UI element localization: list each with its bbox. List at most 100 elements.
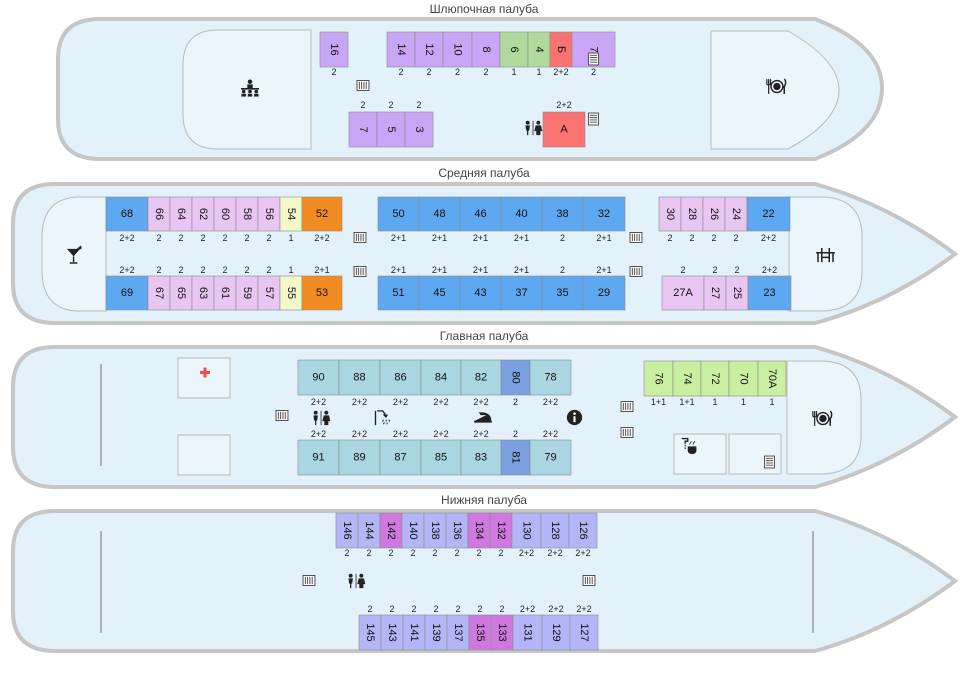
cabin-box[interactable] [582, 196, 626, 232]
cabin-box[interactable] [703, 275, 727, 311]
cabin-box[interactable] [500, 359, 531, 396]
cabin-box[interactable] [489, 512, 513, 549]
cabin-box[interactable] [279, 196, 303, 232]
cabin-box[interactable] [379, 439, 422, 476]
cabin-box[interactable] [420, 359, 462, 396]
cabin[interactable]: 432+1 [459, 265, 502, 311]
cabin-box[interactable] [257, 196, 281, 232]
cabin-box[interactable] [529, 359, 572, 396]
cabin-box[interactable] [512, 614, 543, 651]
cabin-box[interactable] [499, 31, 529, 68]
cabin-box[interactable] [297, 359, 340, 396]
cabin[interactable]: 512+1 [377, 265, 420, 311]
cabin-box[interactable] [725, 275, 749, 311]
cabin-box[interactable] [423, 512, 447, 549]
cabin-box[interactable] [376, 111, 406, 148]
cabin-box[interactable] [414, 31, 444, 68]
cabin-box[interactable] [500, 275, 543, 311]
cabin-box[interactable] [568, 512, 598, 549]
cabin-box[interactable] [500, 439, 531, 476]
cabin-box[interactable] [213, 275, 237, 311]
cabin-box[interactable] [279, 275, 303, 311]
cabin-box[interactable] [235, 275, 259, 311]
cabin-box[interactable] [445, 512, 469, 549]
cabin-box[interactable] [500, 196, 543, 232]
cabin-box[interactable] [169, 196, 193, 232]
cabin-box[interactable] [747, 275, 792, 311]
cabin-box[interactable] [105, 275, 149, 311]
cabin-box[interactable] [348, 111, 378, 148]
cabin-box[interactable] [401, 512, 425, 549]
cabin-box[interactable] [379, 359, 422, 396]
cabin-box[interactable] [460, 359, 502, 396]
cabin-box[interactable] [471, 31, 501, 68]
cabin[interactable]: 102 [442, 31, 473, 77]
cabin-box[interactable] [540, 512, 570, 549]
cabin-box[interactable] [446, 614, 470, 651]
cabin-box[interactable] [542, 111, 586, 148]
cabin-box[interactable] [418, 275, 461, 311]
cabin-box[interactable] [442, 31, 473, 68]
cabin-box[interactable] [213, 196, 237, 232]
cabin-box[interactable] [490, 614, 514, 651]
cabin-box[interactable] [468, 614, 492, 651]
cabin-box[interactable] [257, 275, 281, 311]
cabin-box[interactable] [147, 275, 171, 311]
cabin-box[interactable] [386, 31, 416, 68]
cabin-box[interactable] [541, 275, 584, 311]
cabin-box[interactable] [527, 31, 551, 68]
cabin-box[interactable] [658, 196, 682, 232]
cabin-box[interactable] [460, 439, 502, 476]
cabin-box[interactable] [402, 614, 426, 651]
cabin-box[interactable] [459, 196, 502, 232]
cabin-box[interactable] [301, 275, 343, 311]
cabin-box[interactable] [700, 360, 730, 397]
cabin-box[interactable] [357, 512, 381, 549]
cabin-box[interactable] [643, 360, 674, 397]
cabin-box[interactable] [541, 614, 571, 651]
cabin-box[interactable] [380, 614, 404, 651]
cabin[interactable]: 882+2 [338, 359, 381, 407]
cabin-box[interactable] [235, 196, 259, 232]
cabin-box[interactable] [377, 275, 420, 311]
cabin-box[interactable] [105, 196, 149, 232]
cabin-box[interactable] [338, 439, 381, 476]
cabin-box[interactable] [319, 31, 349, 68]
cabin-box[interactable] [661, 275, 705, 311]
cabin-box[interactable] [147, 196, 171, 232]
cabin[interactable]: 122 [414, 31, 444, 77]
cabin-box[interactable] [301, 196, 343, 232]
cabin-box[interactable] [746, 196, 791, 232]
cabin-box[interactable] [757, 360, 787, 397]
cabin-box[interactable] [358, 614, 382, 651]
cabin-box[interactable] [582, 275, 626, 311]
cabin[interactable]: 402+1 [500, 196, 543, 243]
cabin-box[interactable] [728, 360, 759, 397]
cabin[interactable]: 32 [404, 100, 434, 148]
cabin-box[interactable] [541, 196, 584, 232]
cabin-box[interactable] [335, 512, 359, 549]
cabin-box[interactable] [680, 196, 704, 232]
cabin[interactable]: 701 [728, 360, 759, 407]
cabin-box[interactable] [511, 512, 542, 549]
cabin-box[interactable] [418, 196, 461, 232]
cabin[interactable]: 532+1 [301, 265, 343, 311]
cabin-box[interactable] [467, 512, 491, 549]
cabin[interactable]: 822+2 [460, 359, 502, 407]
cabin-box[interactable] [424, 614, 448, 651]
cabin-box[interactable] [169, 275, 193, 311]
cabin-box[interactable] [420, 439, 462, 476]
cabin-box[interactable] [724, 196, 748, 232]
cabin-box[interactable] [377, 196, 420, 232]
cabin-box[interactable] [529, 439, 572, 476]
cabin-box[interactable] [702, 196, 726, 232]
cabin[interactable]: 322+1 [582, 196, 626, 243]
cabin-box[interactable] [569, 614, 599, 651]
cabin-box[interactable] [549, 31, 573, 68]
cabin-box[interactable] [379, 512, 403, 549]
cabin-box[interactable] [297, 439, 340, 476]
cabin[interactable]: А2+2 [542, 100, 586, 148]
cabin[interactable]: 372+1 [500, 265, 543, 311]
cabin-box[interactable] [459, 275, 502, 311]
cabin-box[interactable] [404, 111, 434, 148]
